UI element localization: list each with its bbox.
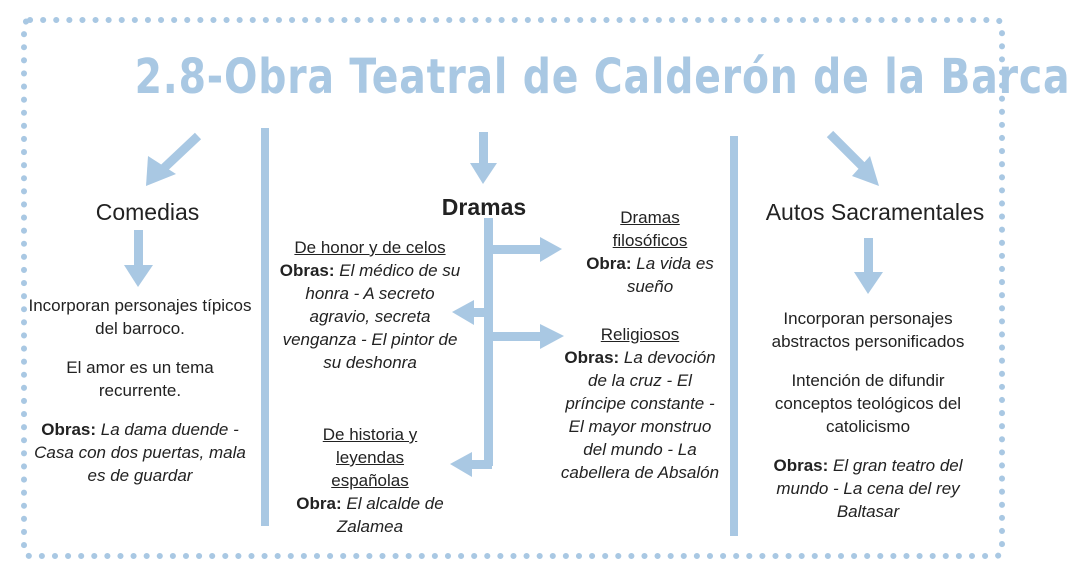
comedias-obras-label: Obras: (41, 420, 97, 439)
page-title: 2.8-Obra Teatral de Calderón de la Barca (134, 49, 1070, 105)
autos-description: Incorporan personajes abstractos personi… (752, 307, 984, 523)
arrow-comedias-down (124, 230, 153, 287)
divider-right (730, 136, 738, 536)
dramas-honor-obras: El médico de su honra - A secreto agravi… (282, 261, 461, 372)
dramas-religiosos-label: Obras: (564, 348, 620, 367)
arrow-to-autos (826, 130, 879, 186)
dramas-historia-label: Obra: (296, 494, 342, 513)
autos-p2: Intención de difundir conceptos teológic… (774, 371, 962, 436)
comedias-obras-list: La dama duende - Casa con dos puertas, m… (34, 420, 246, 485)
autos-p1: Incorporan personajes abstractos personi… (771, 309, 965, 351)
dramas-filosoficos-title: Dramas filosóficos (612, 208, 688, 250)
comedias-p1: Incorporan personajes típicos del barroc… (28, 296, 252, 338)
diagram-frame (21, 17, 1005, 559)
arrow-to-filosoficos (490, 237, 562, 262)
dramas-honor-label: Obras: (279, 261, 335, 280)
dramas-heading: Dramas (441, 194, 527, 220)
arrow-to-historia (450, 452, 492, 477)
comedias-description: Incorporan personajes típicos del barroc… (28, 294, 252, 487)
dotted-border (21, 17, 1005, 559)
arrow-autos-down (854, 238, 883, 294)
dramas-religiosos: Religiosos Obras: La devoción de la cruz… (560, 323, 720, 484)
comedias-p2: El amor es un tema recurrente. (66, 358, 214, 400)
dramas-filosoficos-label: Obra: (586, 254, 632, 273)
dramas-honor: De honor y de celos Obras: El médico de … (276, 236, 464, 374)
dramas-religiosos-obras: La devoción de la cruz - El príncipe con… (560, 348, 720, 482)
arrow-to-comedias (146, 132, 202, 186)
autos-obras: Obras: El gran teatro del mundo - La cen… (752, 454, 984, 523)
dramas-religiosos-title: Religiosos (600, 325, 680, 344)
autos-heading: Autos Sacramentales (765, 199, 985, 225)
comedias-heading: Comedias (95, 199, 200, 225)
dramas-historia-title: De historia y leyendas españolas (322, 425, 418, 490)
autos-obras-label: Obras: (773, 456, 829, 475)
arrow-to-religiosos (490, 324, 564, 349)
dramas-filosoficos: Dramas filosóficos Obra: La vida es sueñ… (572, 206, 728, 298)
dramas-trunk (484, 218, 493, 466)
comedias-obras: Obras: La dama duende - Casa con dos pue… (28, 418, 252, 487)
dramas-filosoficos-obra: La vida es sueño (626, 254, 714, 296)
autos-obras-list: El gran teatro del mundo - La cena del r… (776, 456, 963, 521)
dramas-historia: De historia y leyendas españolas Obra: E… (296, 423, 444, 538)
divider-left (261, 128, 269, 526)
dramas-historia-obra: El alcalde de Zalamea (336, 494, 444, 536)
arrow-to-honor (452, 300, 488, 325)
dramas-honor-title: De honor y de celos (294, 238, 446, 257)
arrow-to-dramas (470, 132, 497, 184)
